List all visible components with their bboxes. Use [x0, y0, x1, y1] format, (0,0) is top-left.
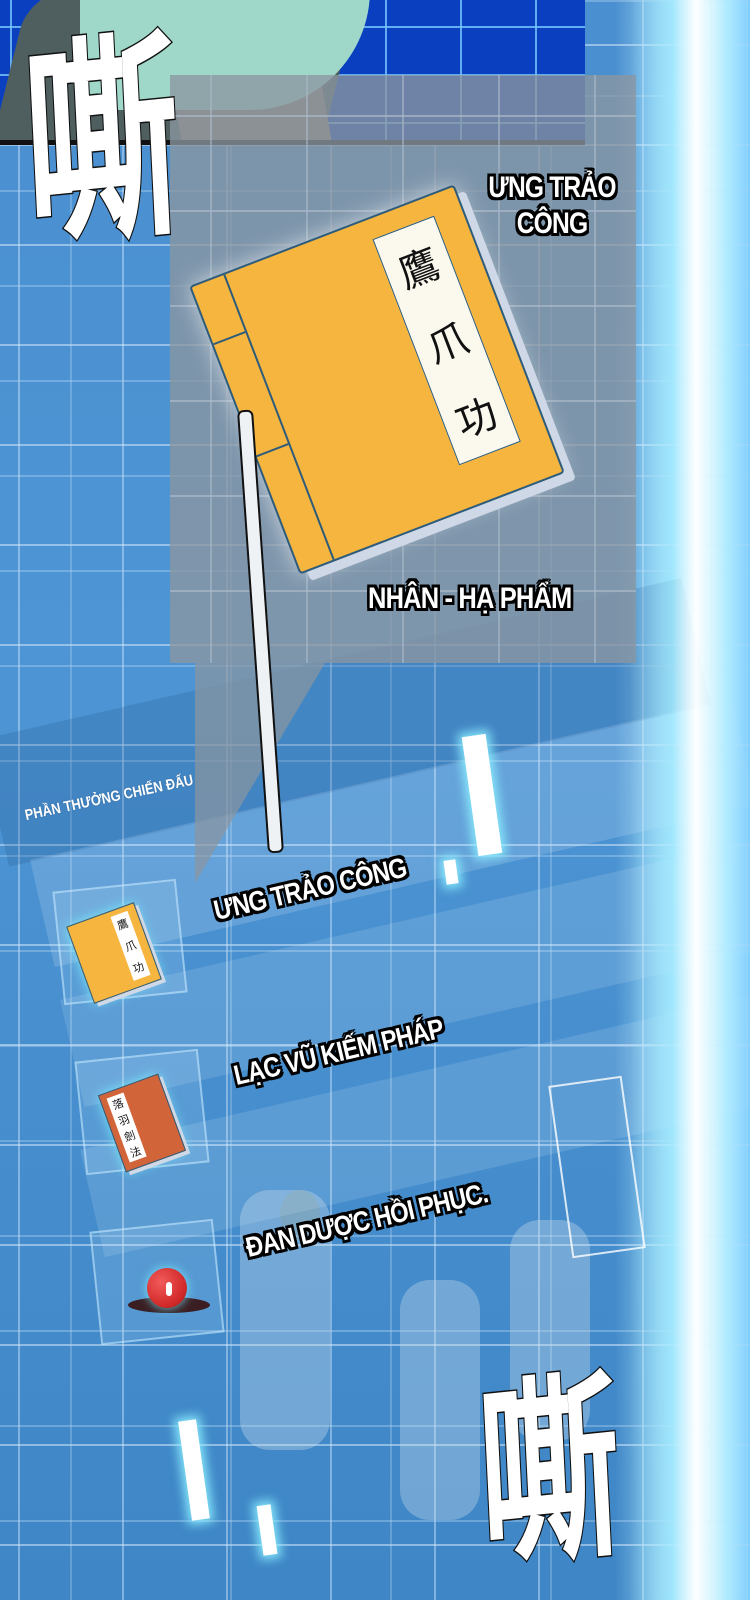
book-char: 鷹: [115, 917, 131, 934]
pill-shine: [166, 1282, 172, 1296]
light-beam-effect: [630, 0, 750, 1600]
book-char: 爪: [421, 315, 475, 373]
featured-item-name-line1: ƯNG TRẢO: [488, 171, 616, 204]
featured-item-name: ƯNG TRẢO CÔNG: [486, 170, 617, 242]
book-char: 功: [131, 959, 146, 976]
featured-item-grade: NHÂN - HẠ PHẨM: [368, 582, 572, 615]
sfx-hiss-top: 嘶: [18, 3, 187, 279]
fighters-illustration: [170, 1170, 630, 1550]
featured-item-name-line2: CÔNG: [516, 207, 588, 240]
book-char: 爪: [123, 938, 139, 955]
book-tie: [256, 443, 289, 458]
book-tie: [213, 331, 246, 346]
book-char: 法: [128, 1143, 143, 1160]
book-char: 功: [449, 390, 504, 448]
red-pill-icon: [147, 1268, 187, 1308]
book-char: 鷹: [392, 240, 447, 299]
sfx-hiss-bottom: 嘶: [473, 1347, 627, 1598]
